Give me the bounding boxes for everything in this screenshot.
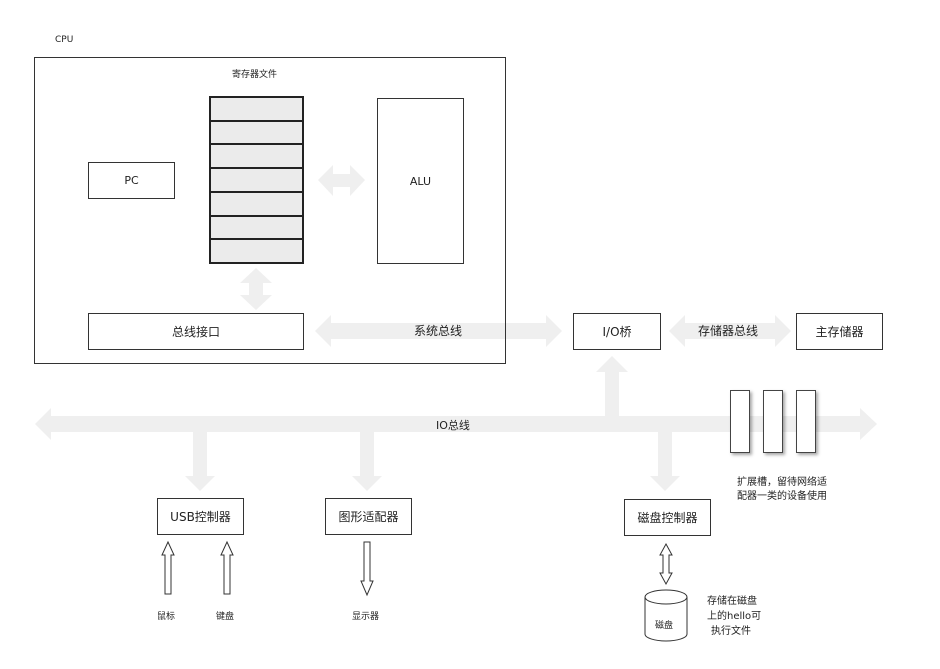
- regfile-businterface-arrow: [240, 268, 272, 310]
- expansion-slot: [763, 390, 783, 453]
- bus-interface-box: 总线接口: [88, 313, 304, 350]
- register-row: [211, 169, 302, 193]
- pc-label: PC: [124, 174, 139, 187]
- cpu-container: [34, 57, 506, 364]
- register-file: [209, 96, 304, 264]
- keyboard-up-arrow: [220, 540, 234, 595]
- graphics-adapter-label: 图形适配器: [338, 510, 399, 524]
- disk-double-arrow: [659, 542, 673, 586]
- disk-label: 磁盘: [655, 621, 674, 631]
- register-row: [211, 145, 302, 170]
- io-bridge-box: I/O桥: [573, 313, 661, 350]
- system-bus-label: 系统总线: [414, 324, 463, 338]
- register-file-label: 寄存器文件: [232, 70, 278, 80]
- mouse-label: 鼠标: [157, 612, 176, 622]
- system-bus-arrow: [315, 315, 562, 347]
- cpu-label: CPU: [55, 35, 74, 45]
- memory-bus-label: 存储器总线: [698, 324, 759, 338]
- expansion-slot: [796, 390, 816, 453]
- register-row: [211, 193, 302, 217]
- main-memory-box: 主存储器: [796, 313, 883, 350]
- disk-note-line2: 上的hello可: [707, 611, 762, 622]
- io-bridge-label: I/O桥: [602, 325, 632, 339]
- register-row: [211, 98, 302, 122]
- memory-bus-arrow: [669, 315, 791, 347]
- expansion-note-line1: 扩展槽，留待网络适: [737, 477, 827, 488]
- usb-down-arrow: [185, 432, 215, 491]
- pc-box: PC: [88, 162, 175, 199]
- disk-controller-label: 磁盘控制器: [637, 511, 698, 525]
- disk-cylinder-icon: [644, 589, 688, 642]
- io-bus-label: IO总线: [436, 419, 470, 432]
- expansion-slot: [730, 390, 750, 453]
- keyboard-label: 键盘: [216, 612, 235, 622]
- register-row: [211, 217, 302, 241]
- display-label: 显示器: [352, 612, 380, 622]
- disk-controller-box: 磁盘控制器: [624, 499, 711, 536]
- disk-note-line1: 存储在磁盘: [707, 596, 757, 607]
- main-memory-label: 主存储器: [815, 325, 864, 339]
- usb-controller-label: USB控制器: [170, 510, 231, 524]
- bus-interface-label: 总线接口: [171, 325, 220, 339]
- mouse-up-arrow: [161, 540, 175, 595]
- graphics-down-arrow: [352, 432, 382, 491]
- regfile-alu-arrow: [318, 165, 365, 196]
- io-bridge-up-arrow: [596, 356, 628, 418]
- disk-note-line3: 执行文件: [711, 626, 751, 637]
- disk-down-arrow: [650, 432, 680, 491]
- graphics-adapter-box: 图形适配器: [325, 498, 412, 535]
- register-row: [211, 240, 302, 262]
- expansion-note-line2: 配器一类的设备使用: [737, 491, 827, 502]
- register-row: [211, 122, 302, 146]
- display-down-arrow: [360, 541, 374, 597]
- alu-label: ALU: [409, 174, 432, 188]
- alu-box: ALU: [377, 98, 464, 264]
- usb-controller-box: USB控制器: [157, 498, 244, 535]
